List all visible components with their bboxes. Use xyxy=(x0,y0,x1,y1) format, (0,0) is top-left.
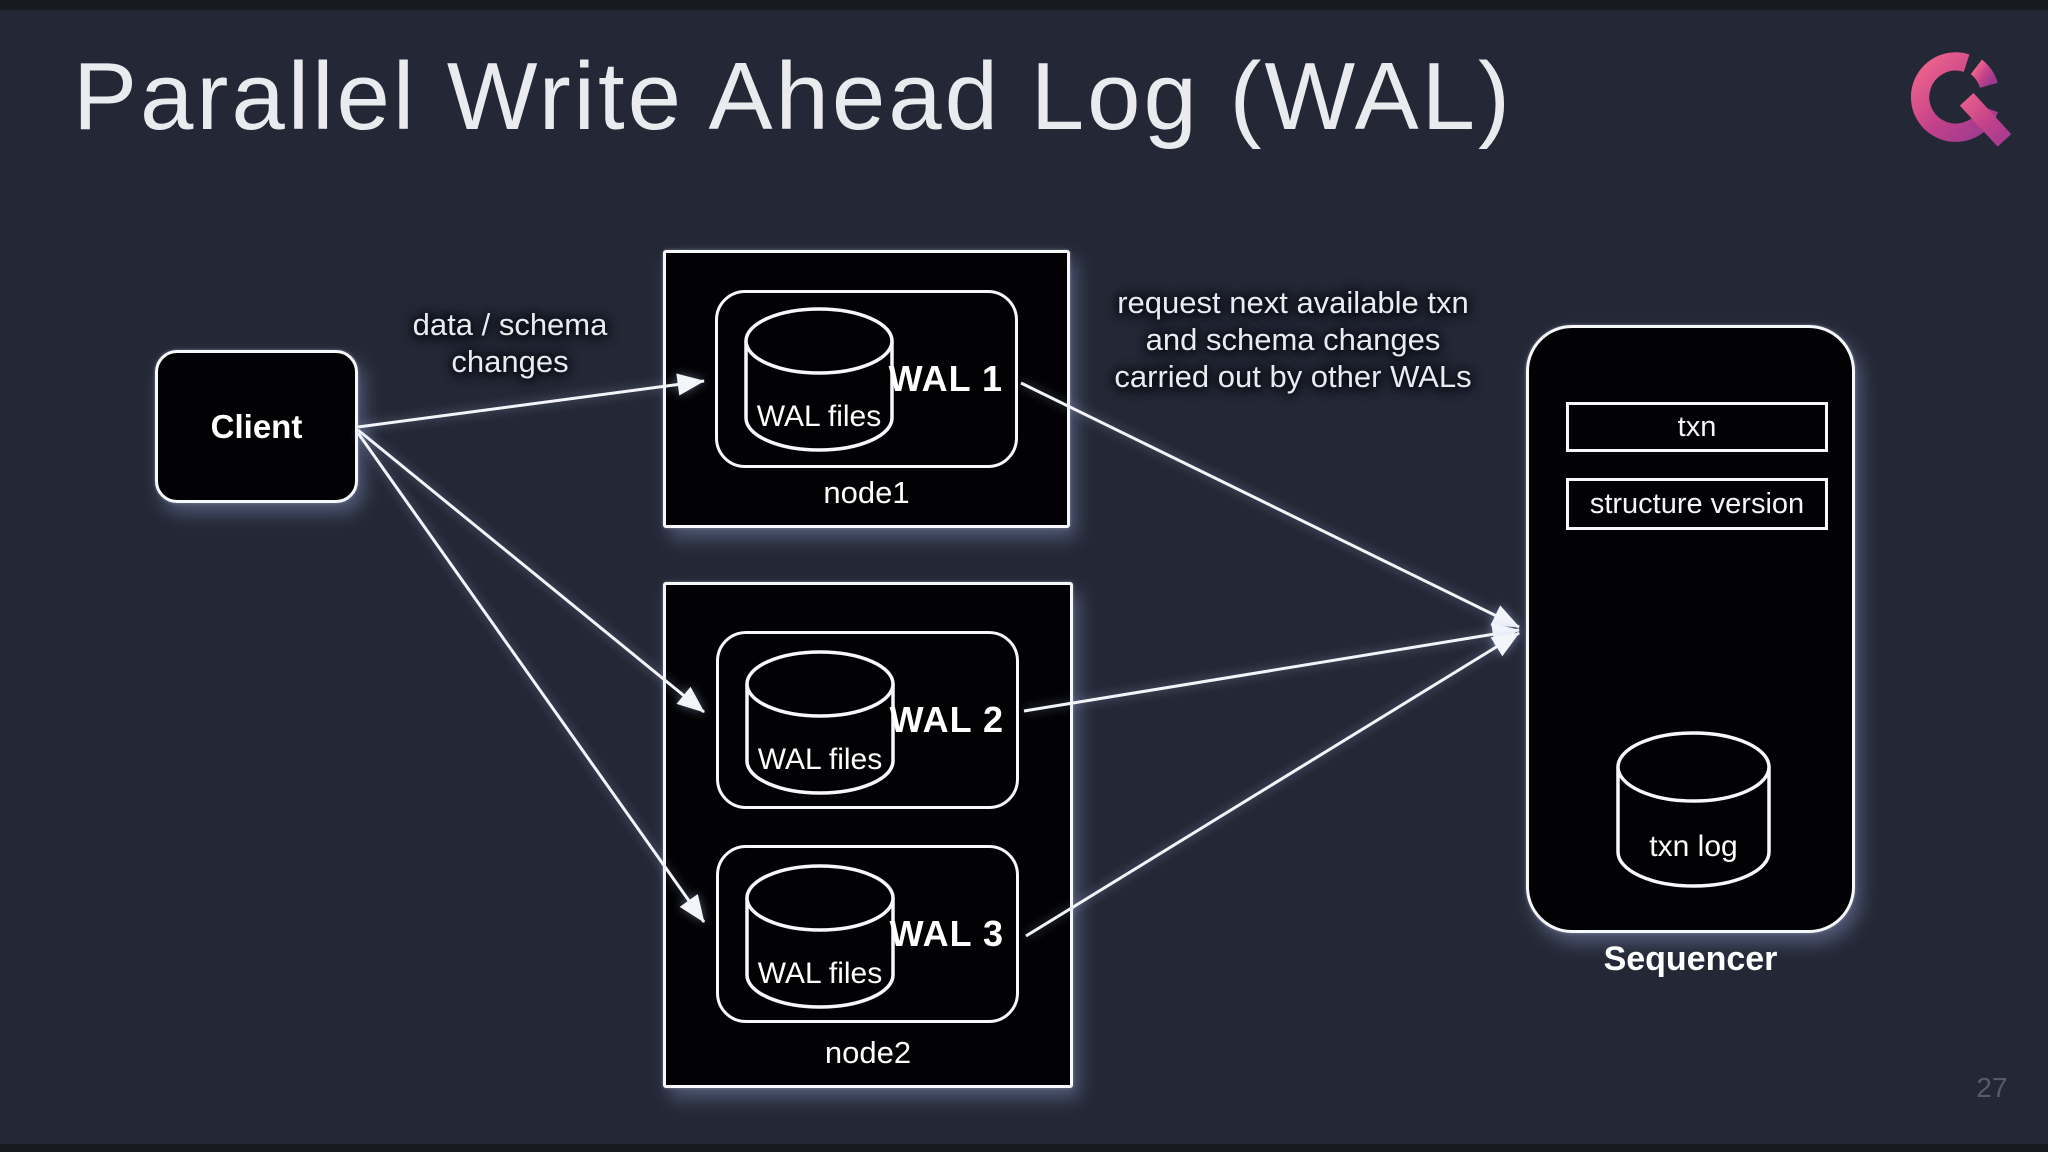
wal1-files-label: WAL files xyxy=(756,400,882,433)
wal3-files-label: WAL files xyxy=(757,957,883,990)
arrow-wal2-to-sequencer xyxy=(1023,623,1520,713)
top-letterbox-strip xyxy=(0,0,2048,10)
txn-log-label: txn log xyxy=(1649,830,1738,863)
bottom-letterbox-strip xyxy=(0,1144,2048,1152)
wal2-files-label: WAL files xyxy=(757,743,883,776)
wal3-box: WAL files WAL 3 xyxy=(716,845,1019,1023)
wal1-title: WAL 1 xyxy=(888,358,1003,399)
txn-log-cylinder: txn log xyxy=(1616,731,1771,888)
node2-label: node2 xyxy=(824,1035,912,1070)
database-cylinder-icon xyxy=(745,650,895,795)
questdb-logo-icon xyxy=(1910,52,2012,147)
sequencer-structure-version-field: structure version xyxy=(1566,478,1828,530)
arrow-client-to-wal2 xyxy=(357,428,705,714)
wal1-files-cylinder: WAL files xyxy=(744,307,894,452)
database-cylinder-icon xyxy=(1616,731,1771,888)
wal2-title: WAL 2 xyxy=(889,699,1004,740)
arrow-wal1-to-sequencer xyxy=(1020,381,1520,629)
database-cylinder-icon xyxy=(745,864,895,1009)
arrow-client-to-wal1 xyxy=(357,373,705,429)
node2-box: WAL files WAL 2 WAL files WAL 3 node2 xyxy=(663,582,1073,1088)
page-title: Parallel Write Ahead Log (WAL) xyxy=(73,43,1513,150)
node1-box: WAL files WAL 1 node1 xyxy=(663,250,1070,528)
node1-label: node1 xyxy=(823,475,910,510)
sequencer-title: Sequencer xyxy=(1603,940,1778,978)
page-number: 27 xyxy=(1976,1072,2008,1103)
wal3-title: WAL 3 xyxy=(889,913,1004,954)
wal-to-sequencer-annotation: request next available txn and schema ch… xyxy=(1114,285,1472,394)
sequencer-txn-field: txn xyxy=(1566,402,1828,452)
wal2-files-cylinder: WAL files xyxy=(745,650,895,795)
client-label: Client xyxy=(210,407,303,445)
wal3-files-cylinder: WAL files xyxy=(745,864,895,1009)
arrow-wal3-to-sequencer xyxy=(1025,631,1520,938)
wal2-box: WAL files WAL 2 xyxy=(716,631,1019,809)
sequencer-box: txn structure version Sequencer txn log xyxy=(1526,325,1855,978)
wal1-box: WAL files WAL 1 xyxy=(715,290,1018,468)
arrow-client-to-wal3 xyxy=(356,432,706,923)
client-to-wal-annotation: data / schema changes xyxy=(412,307,608,379)
database-cylinder-icon xyxy=(744,307,894,452)
client-box: Client xyxy=(155,350,358,503)
